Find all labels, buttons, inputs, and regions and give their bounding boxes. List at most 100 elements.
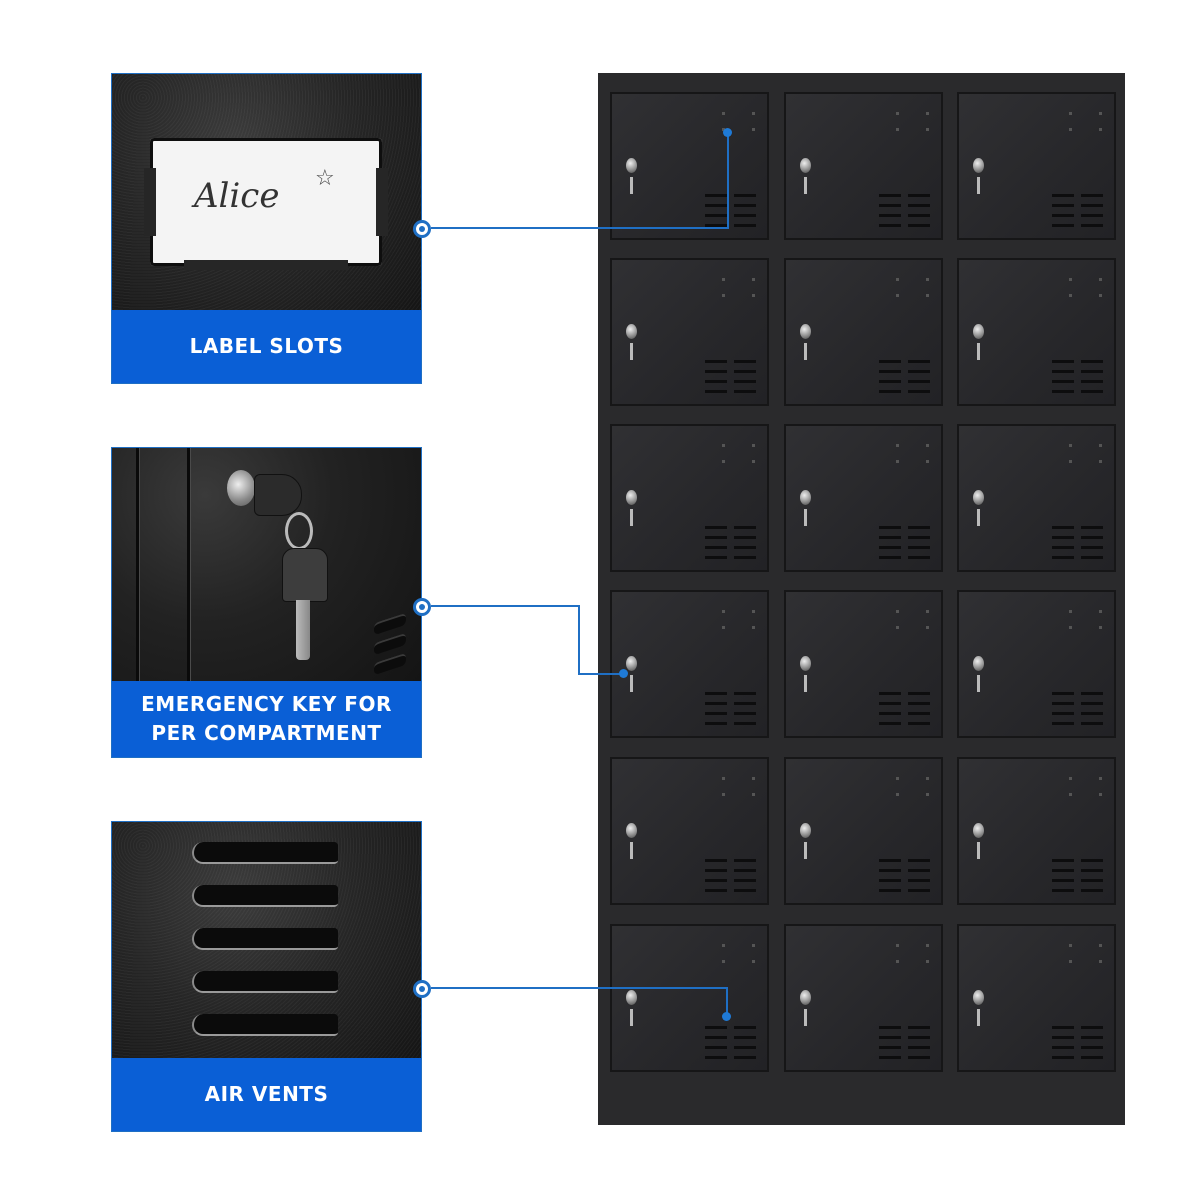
lock-icon[interactable] [626, 823, 637, 838]
vent-slot [879, 879, 901, 882]
locker-door[interactable] [610, 924, 769, 1072]
locker-door[interactable] [784, 590, 943, 738]
label-holder-rivet [722, 610, 725, 613]
label-holder-rivet [752, 777, 755, 780]
label-holder-rivet [896, 112, 899, 115]
feature-panel-label-slots: Alice ☆ LABEL SLOTS [111, 73, 422, 384]
lock-icon[interactable] [973, 990, 984, 1005]
vent-slot [705, 692, 727, 695]
vent-slot [1081, 712, 1103, 715]
key-icon [804, 675, 807, 692]
locker-door[interactable] [610, 590, 769, 738]
vent-slot [879, 1026, 901, 1029]
locker-door[interactable] [957, 924, 1116, 1072]
vent-slot [879, 536, 901, 539]
locker-door[interactable] [784, 92, 943, 240]
label-holder-rivet [926, 460, 929, 463]
label-holder-rivet [926, 793, 929, 796]
vent-slot [879, 722, 901, 725]
vent-slot [192, 971, 338, 993]
locker-door[interactable] [957, 424, 1116, 572]
lock-icon[interactable] [973, 158, 984, 173]
vent-slot [1081, 869, 1103, 872]
vent-slot [192, 1014, 338, 1036]
vent-slot [879, 360, 901, 363]
vent-slot [1081, 390, 1103, 393]
air-vents-photo [112, 822, 421, 1059]
key-icon [630, 675, 633, 692]
lock-icon[interactable] [800, 490, 811, 505]
label-holder-rivet [1099, 444, 1102, 447]
key-icon [804, 177, 807, 194]
key-icon [977, 509, 980, 526]
lock-icon[interactable] [800, 324, 811, 339]
lock-icon[interactable] [973, 656, 984, 671]
locker-door[interactable] [957, 92, 1116, 240]
label-holder-rivet [1069, 626, 1072, 629]
locker-door[interactable] [610, 258, 769, 406]
lock-icon[interactable] [626, 158, 637, 173]
vent-slot [1081, 692, 1103, 695]
label-holder-rivet [926, 112, 929, 115]
label-holder-rivet [722, 777, 725, 780]
locker-door[interactable] [957, 590, 1116, 738]
lock-icon[interactable] [800, 990, 811, 1005]
vent-slot [908, 722, 930, 725]
locker-cabinet [598, 73, 1125, 1125]
key-icon [630, 1009, 633, 1026]
lock-icon[interactable] [973, 490, 984, 505]
vent-slot [705, 536, 727, 539]
caption-air-vents: AIR VENTS [112, 1058, 421, 1131]
vent-slot [908, 889, 930, 892]
label-holder-rivet [926, 944, 929, 947]
key-icon [630, 343, 633, 360]
lock-icon[interactable] [626, 990, 637, 1005]
lock-icon[interactable] [800, 823, 811, 838]
locker-door[interactable] [610, 757, 769, 905]
vent-slot [705, 879, 727, 882]
locker-door[interactable] [957, 757, 1116, 905]
vent-slot [1052, 1056, 1074, 1059]
label-holder-rivet [1099, 626, 1102, 629]
vent-slot [734, 869, 756, 872]
label-holder-rivet [1099, 278, 1102, 281]
vent-slot [1052, 370, 1074, 373]
vent-slot [1081, 224, 1103, 227]
vent-slot [705, 1026, 727, 1029]
label-holder-rivet [1099, 793, 1102, 796]
vent-slot [879, 712, 901, 715]
label-holder-rivet [896, 960, 899, 963]
vent-slot [1081, 370, 1103, 373]
lock-icon[interactable] [973, 823, 984, 838]
locker-door[interactable] [957, 258, 1116, 406]
lock-icon[interactable] [626, 324, 637, 339]
key-icon [977, 343, 980, 360]
vent-slot [734, 889, 756, 892]
lock-icon[interactable] [800, 656, 811, 671]
lock-icon[interactable] [626, 656, 637, 671]
vent-slot [879, 702, 901, 705]
vent-slot [879, 1036, 901, 1039]
locker-door[interactable] [784, 424, 943, 572]
locker-door[interactable] [784, 258, 943, 406]
vent-slot [705, 1046, 727, 1049]
vent-slot [1052, 194, 1074, 197]
label-holder-rivet [1069, 777, 1072, 780]
vent-slot [734, 712, 756, 715]
locker-door[interactable] [610, 92, 769, 240]
locker-door[interactable] [784, 924, 943, 1072]
vent-slot [705, 214, 727, 217]
vent-slot [734, 692, 756, 695]
vent-slot [734, 536, 756, 539]
label-holder-rivet [926, 960, 929, 963]
lock-icon[interactable] [800, 158, 811, 173]
vent-slot [1081, 194, 1103, 197]
lock-icon[interactable] [626, 490, 637, 505]
callout-line [726, 987, 728, 1016]
locker-door[interactable] [610, 424, 769, 572]
locker-door[interactable] [784, 757, 943, 905]
vent-slot [705, 1036, 727, 1039]
label-holder-rivet [1069, 960, 1072, 963]
vent-slot [879, 889, 901, 892]
lock-icon[interactable] [973, 324, 984, 339]
